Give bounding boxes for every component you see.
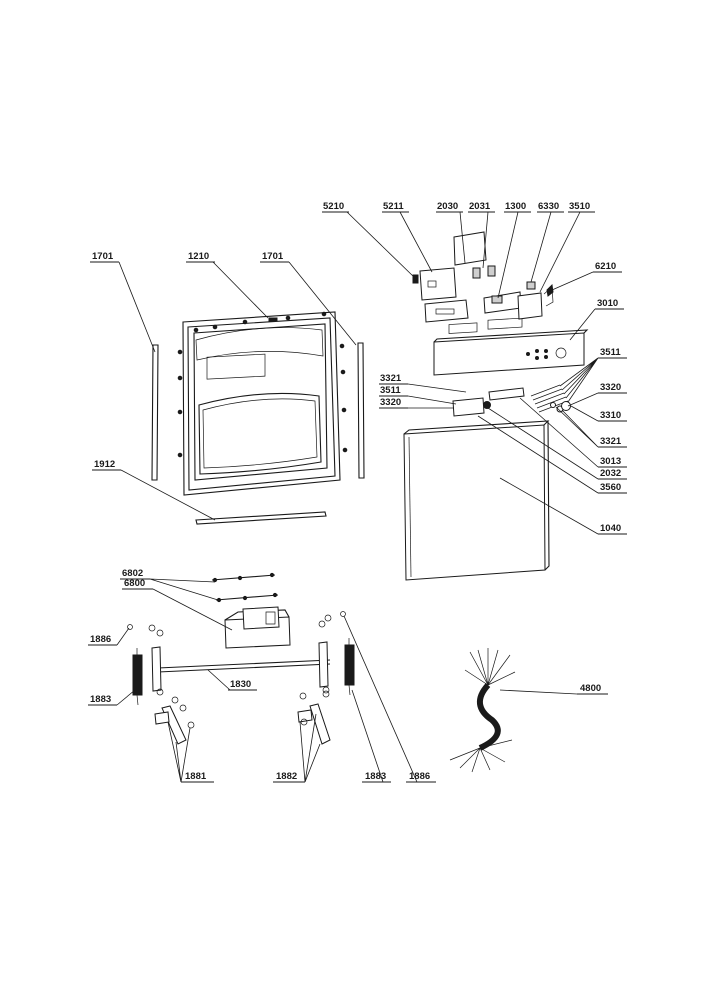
svg-text:3320: 3320 (600, 382, 621, 393)
callout-6330: 6330 (537, 201, 564, 213)
callout-1912: 1912 (92, 459, 121, 471)
svg-text:3511: 3511 (380, 385, 401, 396)
wiring-harness (449, 648, 516, 773)
callout-3010: 3010 (595, 298, 624, 310)
callout-3321-left: 3321 (379, 373, 408, 385)
svg-text:3321: 3321 (380, 373, 402, 384)
callout-1886-left: 1886 (88, 634, 117, 646)
svg-text:1883: 1883 (90, 694, 111, 705)
callout-6802: 6802 (120, 568, 150, 580)
svg-text:2032: 2032 (600, 468, 621, 479)
svg-text:1912: 1912 (94, 459, 115, 470)
leader-lines (116, 211, 599, 783)
callout-3511-left: 3511 (379, 385, 408, 397)
callout-1701-left: 1701 (90, 251, 119, 263)
svg-text:6330: 6330 (538, 201, 559, 212)
callout-3320-left: 3320 (379, 397, 408, 409)
svg-text:2031: 2031 (469, 201, 491, 212)
seal-2032 (483, 401, 491, 409)
callout-1701-right: 1701 (260, 251, 289, 263)
callout-3510: 3510 (568, 201, 595, 213)
svg-text:1881: 1881 (185, 771, 207, 782)
callout-1300: 1300 (504, 201, 531, 213)
svg-text:3320: 3320 (380, 397, 401, 408)
svg-text:2030: 2030 (437, 201, 458, 212)
svg-text:1886: 1886 (409, 771, 430, 782)
svg-text:6802: 6802 (122, 568, 143, 579)
inner-door-panel (177, 311, 348, 496)
svg-text:1830: 1830 (230, 679, 251, 690)
callout-2030: 2030 (436, 201, 463, 213)
callout-3310: 3310 (598, 410, 627, 422)
callout-2031: 2031 (468, 201, 495, 213)
display-frame (452, 397, 485, 417)
svg-text:3560: 3560 (600, 482, 621, 493)
callout-6800: 6800 (122, 578, 153, 590)
svg-text:3510: 3510 (569, 201, 590, 212)
bottom-seal (195, 511, 327, 525)
svg-text:1883: 1883 (365, 771, 386, 782)
callout-1886-right: 1886 (406, 771, 436, 783)
svg-text:1701: 1701 (92, 251, 114, 262)
control-panel (433, 317, 589, 376)
callout-1883-right: 1883 (362, 771, 391, 783)
svg-text:3013: 3013 (600, 456, 621, 467)
svg-text:1300: 1300 (505, 201, 526, 212)
svg-text:3010: 3010 (597, 298, 618, 309)
callout-5210: 5210 (322, 201, 349, 213)
svg-text:3511: 3511 (600, 347, 621, 358)
door-handle (211, 572, 291, 649)
svg-text:1040: 1040 (600, 523, 621, 534)
callout-4800: 4800 (577, 683, 608, 695)
display-holder (488, 387, 525, 401)
callout-6210: 6210 (593, 261, 622, 273)
svg-text:3310: 3310 (600, 410, 621, 421)
callout-5211: 5211 (382, 201, 409, 213)
callout-3511-right: 3511 (598, 347, 627, 359)
svg-text:1701: 1701 (262, 251, 284, 262)
side-seal-right (357, 342, 365, 479)
side-seal-left (151, 344, 159, 481)
svg-text:4800: 4800 (580, 683, 601, 694)
callout-3560: 3560 (598, 482, 627, 494)
svg-text:1886: 1886 (90, 634, 111, 645)
callout-1882: 1882 (273, 771, 305, 783)
electronics-module (412, 231, 554, 323)
svg-text:5211: 5211 (383, 201, 404, 212)
callout-1830: 1830 (228, 679, 257, 691)
svg-text:6800: 6800 (124, 578, 145, 589)
svg-text:1882: 1882 (276, 771, 297, 782)
callout-labels: 5210 5211 2030 2031 1300 6330 3510 6210 … (88, 201, 627, 783)
callout-1883-left: 1883 (88, 694, 117, 706)
callout-3320-right: 3320 (598, 382, 627, 394)
svg-text:1210: 1210 (188, 251, 209, 262)
callout-1210: 1210 (186, 251, 215, 263)
svg-text:5210: 5210 (323, 201, 344, 212)
svg-text:3321: 3321 (600, 436, 622, 447)
hinge-assembly (127, 611, 355, 745)
callout-3321-right: 3321 (598, 436, 627, 448)
callout-3013: 3013 (598, 456, 627, 468)
callout-1040: 1040 (598, 523, 627, 535)
callout-2032: 2032 (598, 468, 627, 480)
button-set (530, 384, 571, 413)
callout-1881: 1881 (181, 771, 214, 783)
outer-door-panel (403, 420, 550, 581)
svg-text:6210: 6210 (595, 261, 616, 272)
